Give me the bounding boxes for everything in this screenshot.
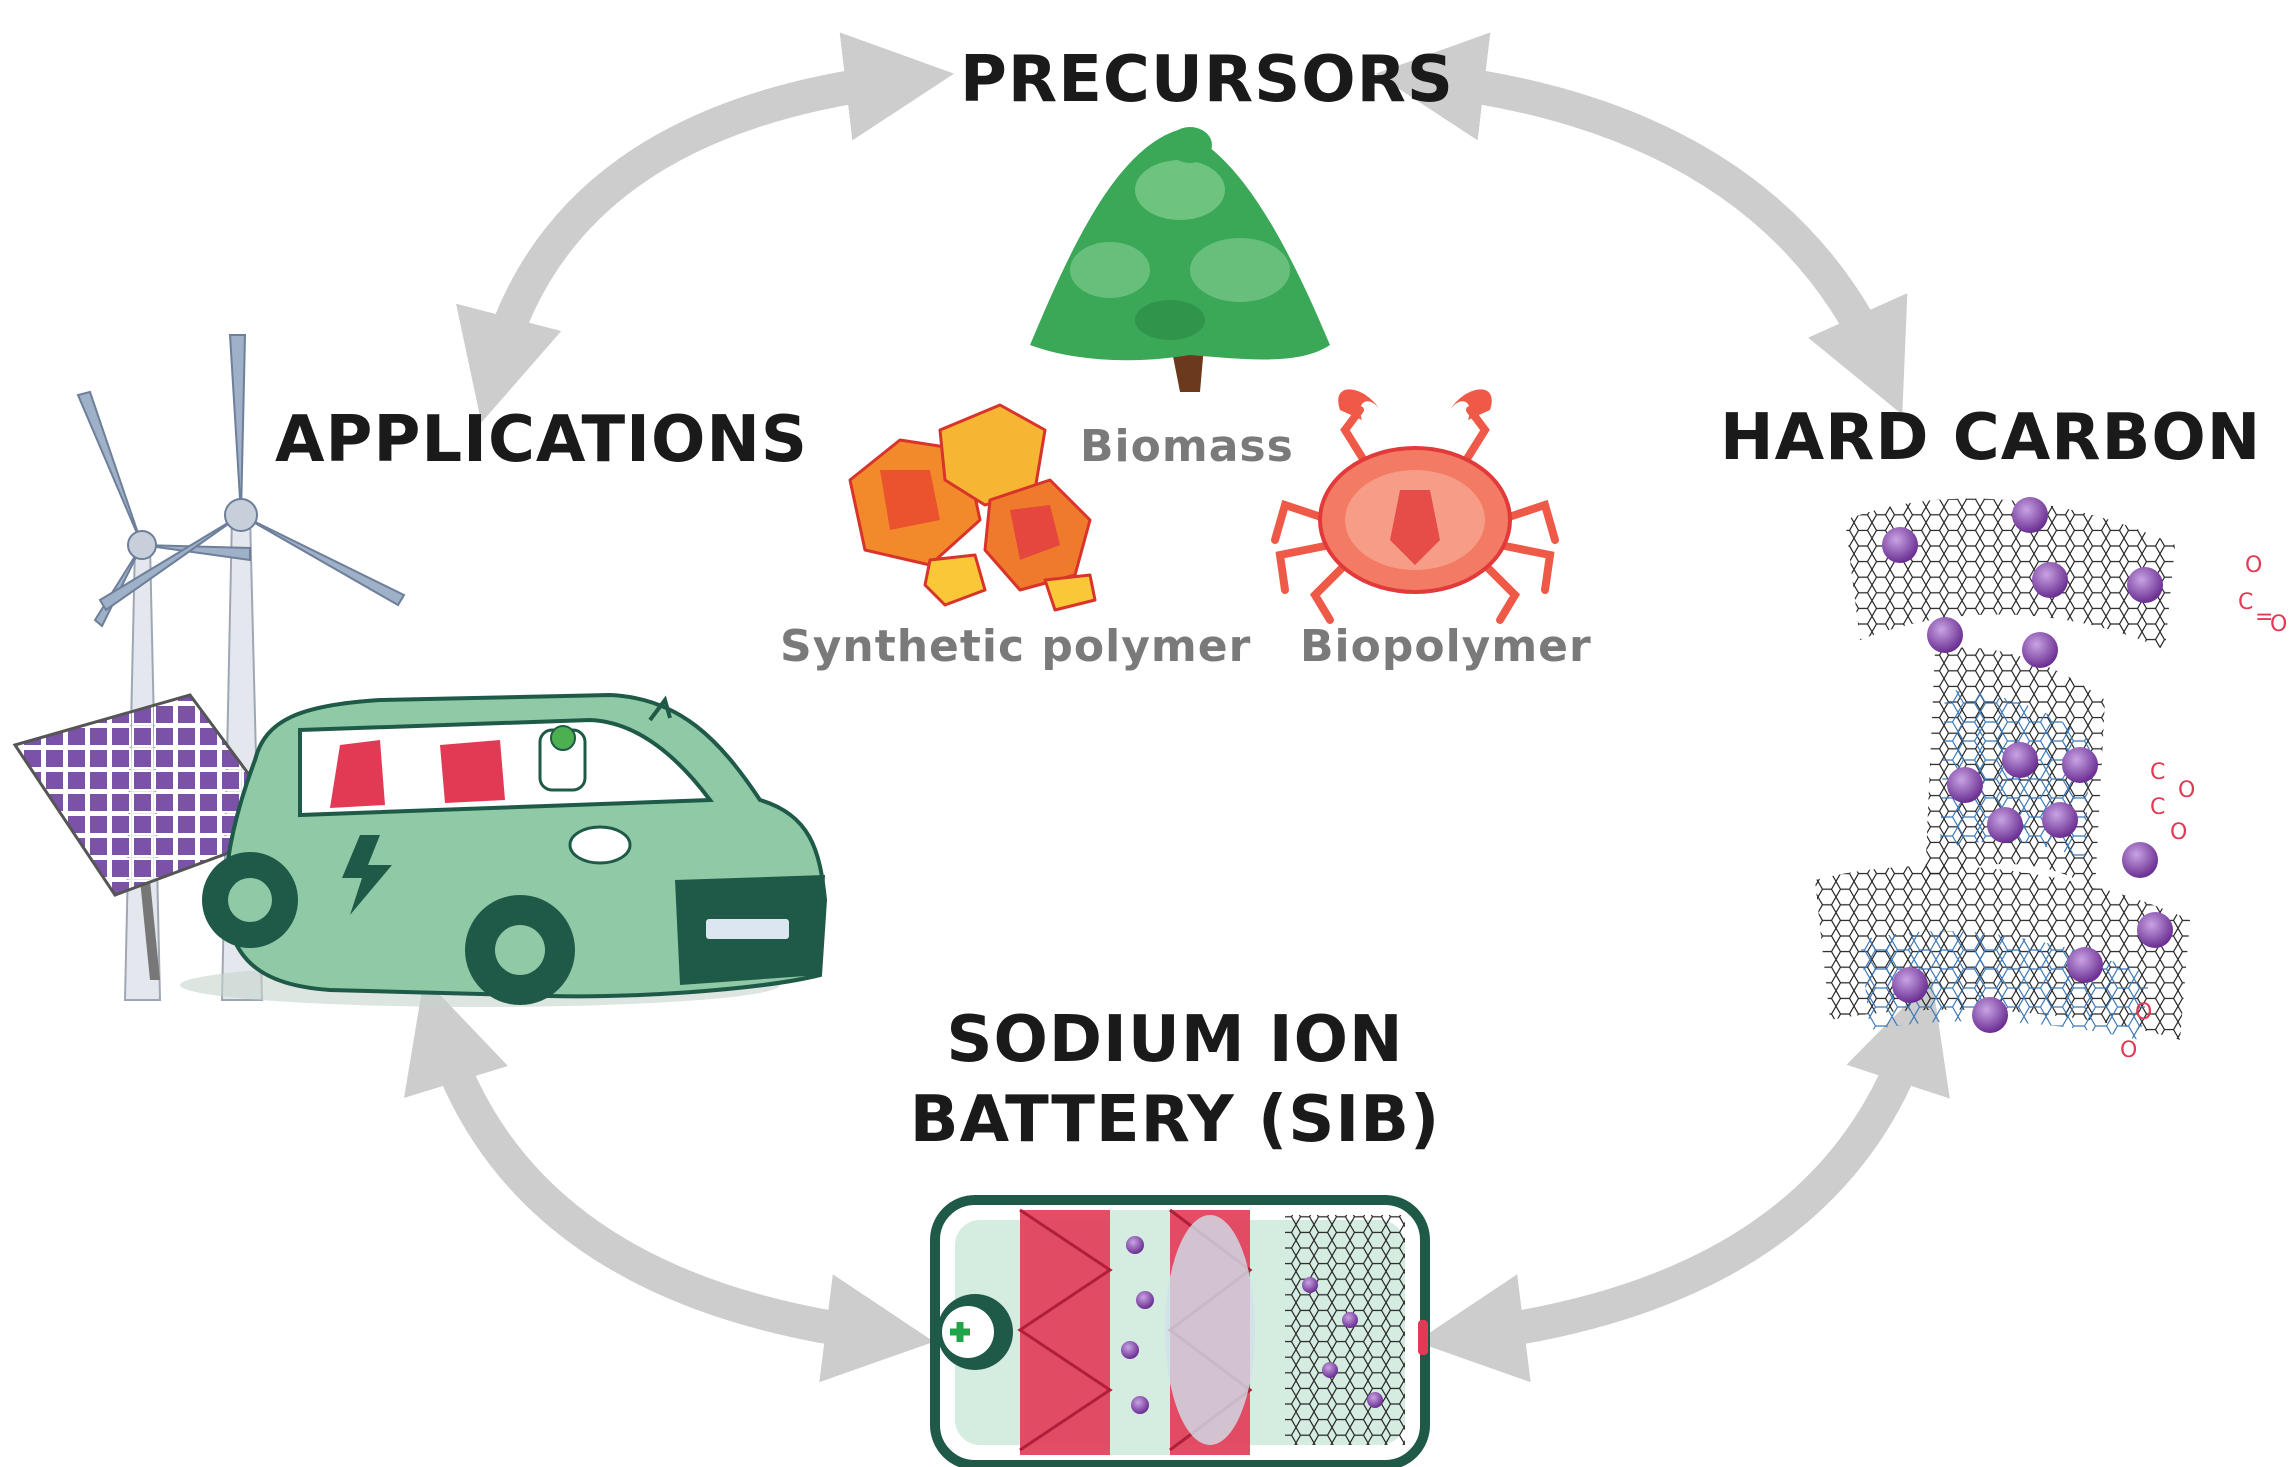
lightning-bolt-icon: [342, 835, 392, 915]
label-biopolymer: Biopolymer: [1300, 621, 1592, 672]
electric-car-icon: [180, 692, 828, 1007]
label-battery-line1: SODIUM ION: [946, 1003, 1404, 1077]
arrow-applications-battery: [404, 978, 934, 1383]
label-battery-line2: BATTERY (SIB): [909, 1083, 1441, 1157]
graphene-layers-icon: [1815, 497, 2190, 1040]
carbonyl-c-3: C: [2150, 795, 2166, 820]
solar-panel-icon: [12, 693, 293, 980]
label-precursors: PRECURSORS: [960, 43, 1454, 117]
crab-icon: [1271, 389, 1559, 624]
carbonyl-o-4: O: [2170, 820, 2188, 845]
tree-icon: [1030, 127, 1330, 392]
polymer-crystals-icon: [848, 403, 1097, 612]
label-synthetic-polymer: Synthetic polymer: [780, 621, 1252, 672]
carbonyl-bond-1: =: [2255, 605, 2274, 630]
carbonyl-o-3: O: [2178, 778, 2196, 803]
plus-terminal-icon: [950, 1322, 970, 1342]
label-sodium-ion-battery: SODIUM ION BATTERY (SIB): [900, 1000, 1450, 1160]
carbonyl-o-1: O: [2245, 553, 2263, 578]
arrow-battery-hardcarbon: [1416, 978, 1950, 1383]
arrow-precursors-applications: [456, 32, 955, 423]
carbonyl-c-2: C: [2150, 760, 2166, 785]
carbonyl-o-5: O: [2135, 1000, 2153, 1025]
cycle-arrows: [404, 32, 1950, 1383]
battery-cell-icon: [930, 1195, 1430, 1467]
carbonyl-o-6: O: [2120, 1038, 2138, 1063]
carbonyl-c-1: C: [2238, 590, 2254, 615]
arrow-precursors-hardcarbon: [1375, 32, 1908, 415]
carbonyl-o-2: O: [2270, 612, 2288, 637]
label-applications: APPLICATIONS: [275, 403, 808, 477]
label-biomass: Biomass: [1080, 421, 1294, 472]
